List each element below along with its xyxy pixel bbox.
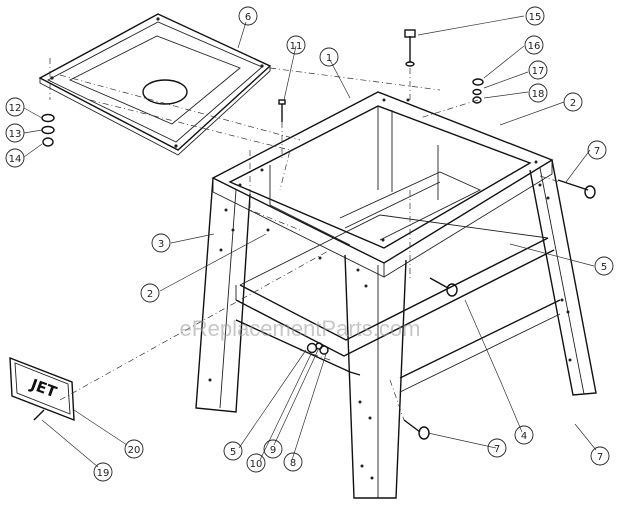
svg-text:20: 20 bbox=[128, 445, 141, 456]
callout-11: 11 bbox=[286, 35, 306, 55]
jet-badge-part: JET bbox=[9, 356, 75, 422]
callout-12: 12 bbox=[5, 97, 25, 117]
stand-frame bbox=[195, 91, 597, 499]
callout-18: 18 bbox=[528, 83, 548, 103]
callout-13: 13 bbox=[5, 123, 25, 143]
callout-17: 17 bbox=[528, 60, 548, 80]
svg-text:13: 13 bbox=[9, 129, 22, 140]
hardware bbox=[33, 29, 596, 440]
callout-5-right: 5 bbox=[594, 256, 614, 276]
callout-16: 16 bbox=[524, 35, 544, 55]
callout-5-bottom: 5 bbox=[223, 441, 243, 461]
svg-text:11: 11 bbox=[290, 41, 303, 52]
leader-lines bbox=[23, 15, 597, 468]
svg-text:5: 5 bbox=[601, 262, 607, 273]
svg-text:14: 14 bbox=[9, 154, 22, 165]
svg-text:12: 12 bbox=[9, 103, 22, 114]
svg-text:18: 18 bbox=[532, 89, 545, 100]
svg-text:3: 3 bbox=[158, 239, 164, 250]
svg-text:16: 16 bbox=[528, 41, 541, 52]
svg-text:7: 7 bbox=[594, 146, 600, 157]
svg-text:4: 4 bbox=[521, 431, 527, 442]
callout-10: 10 bbox=[246, 453, 266, 473]
callout-2-top: 2 bbox=[563, 92, 583, 112]
svg-text:7: 7 bbox=[494, 444, 500, 455]
callout-8: 8 bbox=[283, 452, 303, 472]
svg-text:19: 19 bbox=[97, 468, 110, 479]
callout-15: 15 bbox=[525, 6, 545, 26]
svg-text:6: 6 bbox=[245, 12, 251, 23]
top-plate-part bbox=[38, 13, 272, 156]
callout-3: 3 bbox=[151, 233, 171, 253]
callout-19: 19 bbox=[93, 462, 113, 482]
svg-text:15: 15 bbox=[529, 12, 542, 23]
svg-text:2: 2 bbox=[147, 289, 153, 300]
callout-4: 4 bbox=[514, 425, 534, 445]
svg-text:17: 17 bbox=[532, 66, 545, 77]
svg-text:9: 9 bbox=[270, 445, 276, 456]
callout-14: 14 bbox=[5, 148, 25, 168]
projection-lines bbox=[49, 58, 561, 421]
callout-2-left: 2 bbox=[140, 283, 160, 303]
callout-6: 6 bbox=[238, 6, 258, 26]
svg-text:1: 1 bbox=[326, 53, 332, 64]
callout-20: 20 bbox=[124, 439, 144, 459]
callout-9: 9 bbox=[263, 439, 283, 459]
svg-text:10: 10 bbox=[250, 459, 263, 470]
callout-7-top: 7 bbox=[587, 140, 607, 160]
svg-text:7: 7 bbox=[597, 452, 603, 463]
svg-text:2: 2 bbox=[570, 98, 576, 109]
callout-bubbles: 1 2 2 3 4 5 5 6 7 7 7 8 9 10 11 12 13 14… bbox=[5, 6, 614, 482]
callout-7-right: 7 bbox=[590, 446, 610, 466]
svg-text:8: 8 bbox=[290, 458, 296, 469]
callout-1: 1 bbox=[319, 47, 339, 67]
callout-7-bottom: 7 bbox=[487, 438, 507, 458]
watermark-text: eReplacementParts.com bbox=[180, 316, 421, 341]
svg-text:5: 5 bbox=[230, 447, 236, 458]
